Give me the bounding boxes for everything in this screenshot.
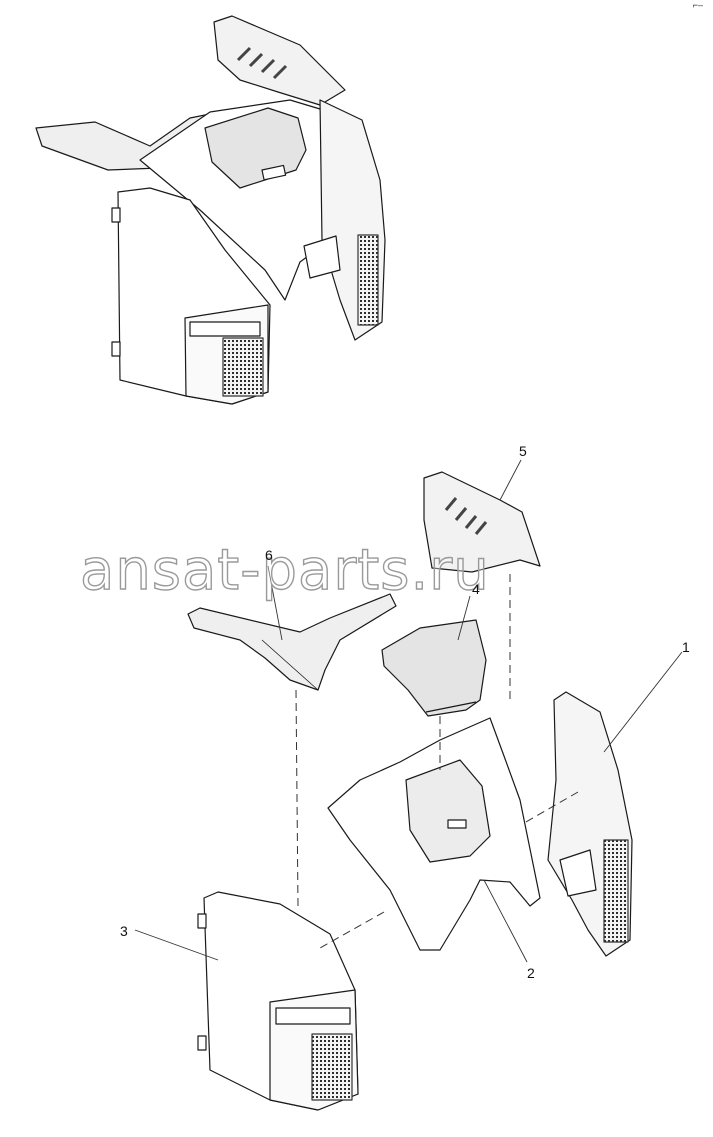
part-4-dash-hood xyxy=(381,619,487,717)
part-3-left-cabinet xyxy=(197,891,359,1111)
callout-6: 6 xyxy=(265,547,273,563)
corner-mark: ⌐– xyxy=(692,0,703,10)
callout-3: 3 xyxy=(120,923,128,939)
callout-leader-lines xyxy=(134,459,683,963)
assembly-guide-lines xyxy=(295,574,579,949)
part-2-center-panel xyxy=(327,717,541,951)
assembled-rear-vent xyxy=(213,15,346,106)
callout-4: 4 xyxy=(472,581,480,597)
callout-1: 1 xyxy=(682,639,690,655)
assembled-cab-view xyxy=(35,15,386,405)
part-1-right-column xyxy=(547,691,633,957)
callout-5: 5 xyxy=(519,443,527,459)
part-6-arm-rail xyxy=(187,593,397,691)
exploded-view xyxy=(134,459,683,1111)
part-5-rear-vent xyxy=(423,471,541,573)
callout-2: 2 xyxy=(527,965,535,981)
